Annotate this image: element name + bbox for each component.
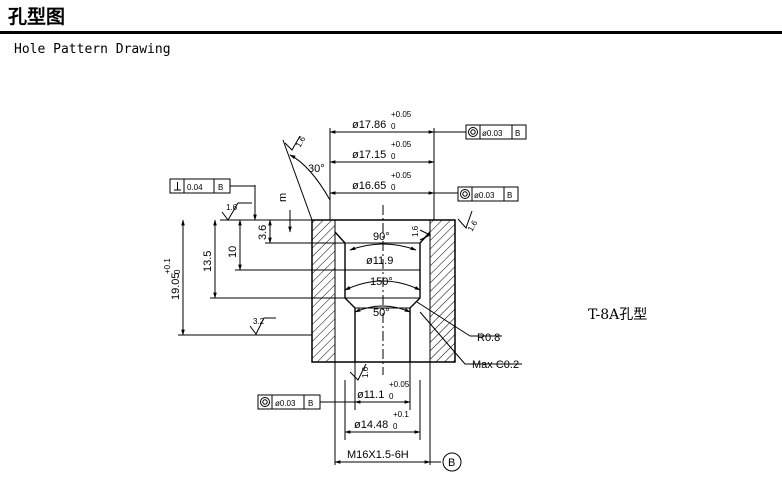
page-subtitle: Hole Pattern Drawing — [14, 42, 171, 57]
radius-r08: R0.8 — [477, 332, 500, 344]
drawing-label: 0 — [391, 152, 396, 161]
drawing-label: +0.05 — [389, 380, 410, 389]
datum-b-marker — [442, 452, 462, 472]
drawing-label: 0 — [173, 269, 182, 274]
drawing-label: +0.05 — [391, 140, 412, 149]
drawing-label: 0 — [391, 122, 396, 131]
dim-h36: 3.6 — [257, 225, 269, 240]
dim-d1665: ø16.65 — [352, 180, 386, 192]
angle-30: 30° — [308, 163, 325, 175]
drawing-label: 0 — [389, 392, 394, 401]
body-left-wall — [311, 219, 336, 363]
drawing-label: 1.6 — [411, 225, 420, 237]
dim-m: m — [277, 193, 289, 202]
dim-d1448: ø14.48 — [354, 419, 388, 431]
drawing-label: 1.6 — [294, 134, 308, 149]
title-rule — [0, 31, 782, 34]
thread-m16: M16X1.5-6H — [347, 449, 409, 461]
frame-conc-mid: ø0.03 — [474, 191, 495, 200]
drawing-label: 1.6 — [361, 366, 370, 378]
dim-d111: ø11.1 — [357, 389, 384, 401]
dim-d1786: ø17.86 — [352, 119, 386, 131]
drawing-label: 0 — [393, 422, 398, 431]
dim-d119: ø11.9 — [366, 255, 393, 267]
frame-conc-bot: ø0.03 — [275, 399, 296, 408]
drawing-label: 1.6 — [226, 203, 238, 212]
frame-conc-top: ø0.03 — [482, 129, 503, 138]
drawing-label: +0.05 — [391, 110, 412, 119]
drawing-label: 3.2 — [253, 317, 265, 326]
drawing-label: B — [507, 191, 512, 200]
drawing-label: +0.05 — [391, 171, 412, 180]
part-caption: T-8A孔型 — [588, 307, 648, 323]
drawing-label: +0.1 — [393, 410, 409, 419]
body-right-wall — [429, 219, 456, 363]
datum-b-label: B — [448, 457, 455, 469]
chamfer-c02: Max C0.2 — [472, 359, 519, 371]
drawing-label: B — [218, 183, 223, 192]
drawing-label: +0.1 — [163, 258, 172, 274]
drawing-label: 0 — [391, 183, 396, 192]
angle-90: 90° — [373, 231, 390, 243]
frame-perp: 0.04 — [187, 183, 203, 192]
dim-h1905: 19.05 — [170, 272, 182, 300]
dim-d1715: ø17.15 — [352, 149, 386, 161]
drawing-label: 1.6 — [466, 218, 480, 233]
angle-50: 50° — [373, 307, 390, 319]
dim-h135: 13.5 — [202, 251, 214, 272]
dim-h10: 10 — [227, 246, 239, 258]
page-title: 孔型图 — [8, 6, 66, 28]
angle-150: 150° — [370, 276, 393, 288]
drawing-label: B — [515, 129, 520, 138]
drawing-label: B — [308, 399, 313, 408]
